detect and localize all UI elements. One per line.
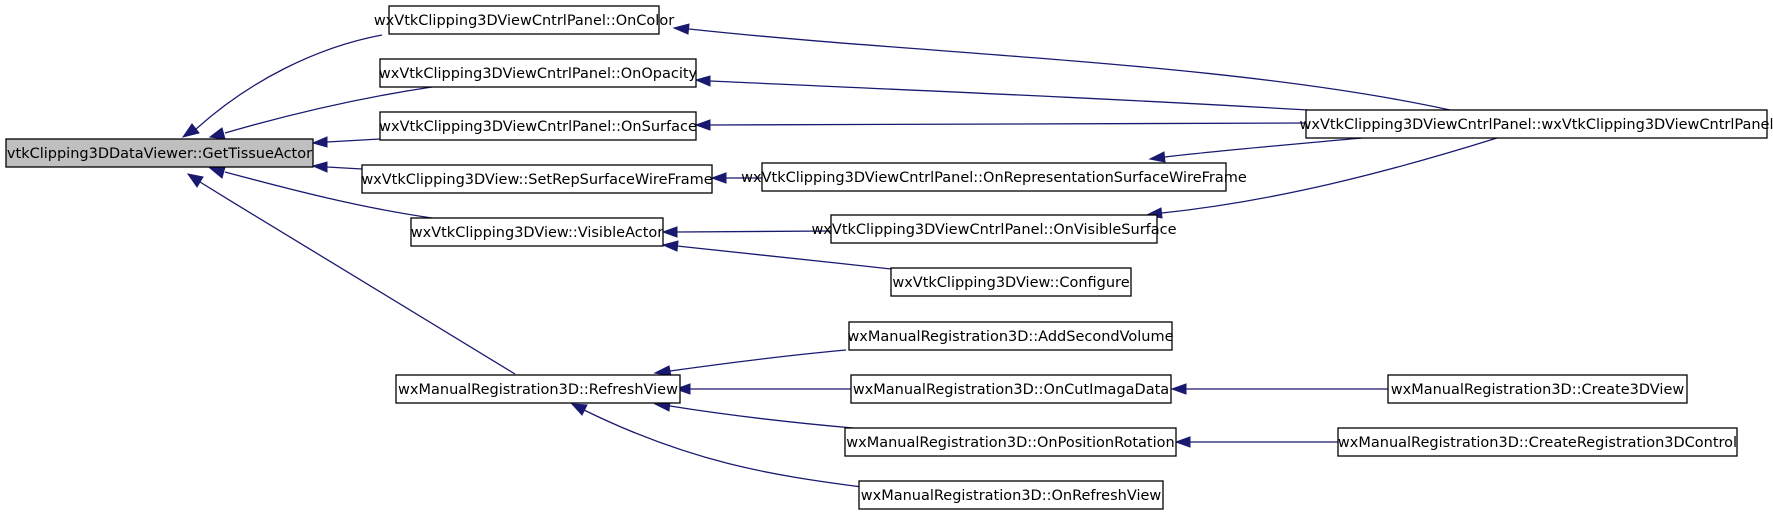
arrowhead-n7-n1 [672,23,690,35]
edge-n5-n0 [224,171,433,219]
node-label-on-color: wxVtkClipping3DViewCntrlPanel::OnColor [374,13,674,29]
edge-n2-n0 [224,86,433,134]
node-visible-actor[interactable]: wxVtkClipping3DView::VisibleActor [410,217,664,247]
arrowhead-n5-n0 [208,166,226,179]
arrowhead-n8-n4 [710,172,727,184]
node-create-registration-3d-control[interactable]: wxManualRegistration3D::CreateRegistrati… [1337,427,1738,457]
node-label-create-registration-3d-control: wxManualRegistration3D::CreateRegistrati… [1338,435,1737,451]
node-label-create-3d-view: wxManualRegistration3D::Create3DView [1391,382,1685,398]
node-on-visible-surface[interactable]: wxVtkClipping3DViewCntrlPanel::OnVisible… [811,214,1177,244]
edge-n7-n8 [1164,137,1363,158]
node-label-visible-actor: wxVtkClipping3DView::VisibleActor [411,225,664,241]
node-configure[interactable]: wxVtkClipping3DView::Configure [890,267,1132,297]
node-label-on-representation-surface-wire-frame: wxVtkClipping3DViewCntrlPanel::OnReprese… [741,170,1247,186]
node-on-cut-imaga-data[interactable]: wxManualRegistration3D::OnCutImagaData [850,374,1172,404]
arrowhead-n14-n6 [570,403,588,416]
edge-n11-n6 [669,349,847,372]
arrowhead-n7-n8 [1148,151,1166,163]
node-get-tissue-actor[interactable]: vtkClipping3DDataViewer::GetTissueActor [5,138,314,168]
node-set-rep-surface-wire-frame[interactable]: wxVtkClipping3DView::SetRepSurfaceWireFr… [361,164,713,194]
edge-n6-n0 [199,181,516,375]
arrowhead-n16-n13 [1174,436,1191,448]
node-on-opacity[interactable]: wxVtkClipping3DViewCntrlPanel::OnOpacity [379,58,698,88]
edge-n13-n6 [669,405,854,429]
edge-n7-n1 [688,28,1451,111]
node-on-color[interactable]: wxVtkClipping3DViewCntrlPanel::OnColor [374,5,674,35]
node-label-get-tissue-actor: vtkClipping3DDataViewer::GetTissueActor [7,146,312,162]
node-label-on-cut-imaga-data: wxManualRegistration3D::OnCutImagaData [853,382,1169,398]
arrowhead-n7-n2 [694,75,711,87]
edge-n1-n0 [194,34,383,131]
node-on-refresh-view[interactable]: wxManualRegistration3D::OnRefreshView [858,480,1164,510]
arrowhead-n15-n12 [1170,383,1187,395]
node-label-on-opacity: wxVtkClipping3DViewCntrlPanel::OnOpacity [379,66,698,82]
node-label-add-second-volume: wxManualRegistration3D::AddSecondVolume [847,329,1173,345]
edge-n4-n0 [326,166,363,170]
node-label-on-position-rotation: wxManualRegistration3D::OnPositionRotati… [846,435,1174,451]
nodes-layer: vtkClipping3DDataViewer::GetTissueActor … [5,5,1773,510]
node-label-on-refresh-view: wxManualRegistration3D::OnRefreshView [861,488,1162,504]
node-create-3d-view[interactable]: wxManualRegistration3D::Create3DView [1387,374,1688,404]
node-on-surface[interactable]: wxVtkClipping3DViewCntrlPanel::OnSurface [379,111,697,141]
edge-n10-n5 [676,245,892,270]
edges-layer [181,23,1498,488]
node-label-on-surface: wxVtkClipping3DViewCntrlPanel::OnSurface [379,119,697,135]
edge-n9-n5 [676,230,832,233]
node-label-on-visible-surface: wxVtkClipping3DViewCntrlPanel::OnVisible… [811,222,1176,238]
node-on-representation-surface-wire-frame[interactable]: wxVtkClipping3DViewCntrlPanel::OnReprese… [741,162,1247,192]
arrowhead-n1-n0 [181,123,200,138]
node-label-refresh-view: wxManualRegistration3D::RefreshView [398,382,678,398]
edge-n7-n3 [709,122,1307,126]
arrowhead-n4-n0 [311,161,328,173]
arrowhead-n9-n5 [661,226,678,238]
edge-n7-n9 [1161,137,1498,214]
edge-n3-n0 [326,138,381,143]
edge-n14-n6 [583,409,863,488]
arrowhead-n12-n6 [674,383,691,395]
arrowhead-n2-n0 [208,127,226,140]
node-label-configure: wxVtkClipping3DView::Configure [892,275,1129,291]
node-refresh-view[interactable]: wxManualRegistration3D::RefreshView [395,374,681,404]
arrowhead-n7-n3 [694,119,711,131]
node-label-cntrl-panel-constructor: wxVtkClipping3DViewCntrlPanel::wxVtkClip… [1300,117,1773,133]
arrowhead-n10-n5 [661,240,679,252]
arrowhead-n6-n0 [186,173,204,188]
arrowhead-n3-n0 [311,136,328,148]
node-label-set-rep-surface-wire-frame: wxVtkClipping3DView::SetRepSurfaceWireFr… [361,172,712,188]
node-cntrl-panel-constructor[interactable]: wxVtkClipping3DViewCntrlPanel::wxVtkClip… [1300,109,1773,139]
node-add-second-volume[interactable]: wxManualRegistration3D::AddSecondVolume [847,321,1174,351]
edge-n7-n2 [709,80,1309,111]
node-on-position-rotation[interactable]: wxManualRegistration3D::OnPositionRotati… [844,427,1177,457]
